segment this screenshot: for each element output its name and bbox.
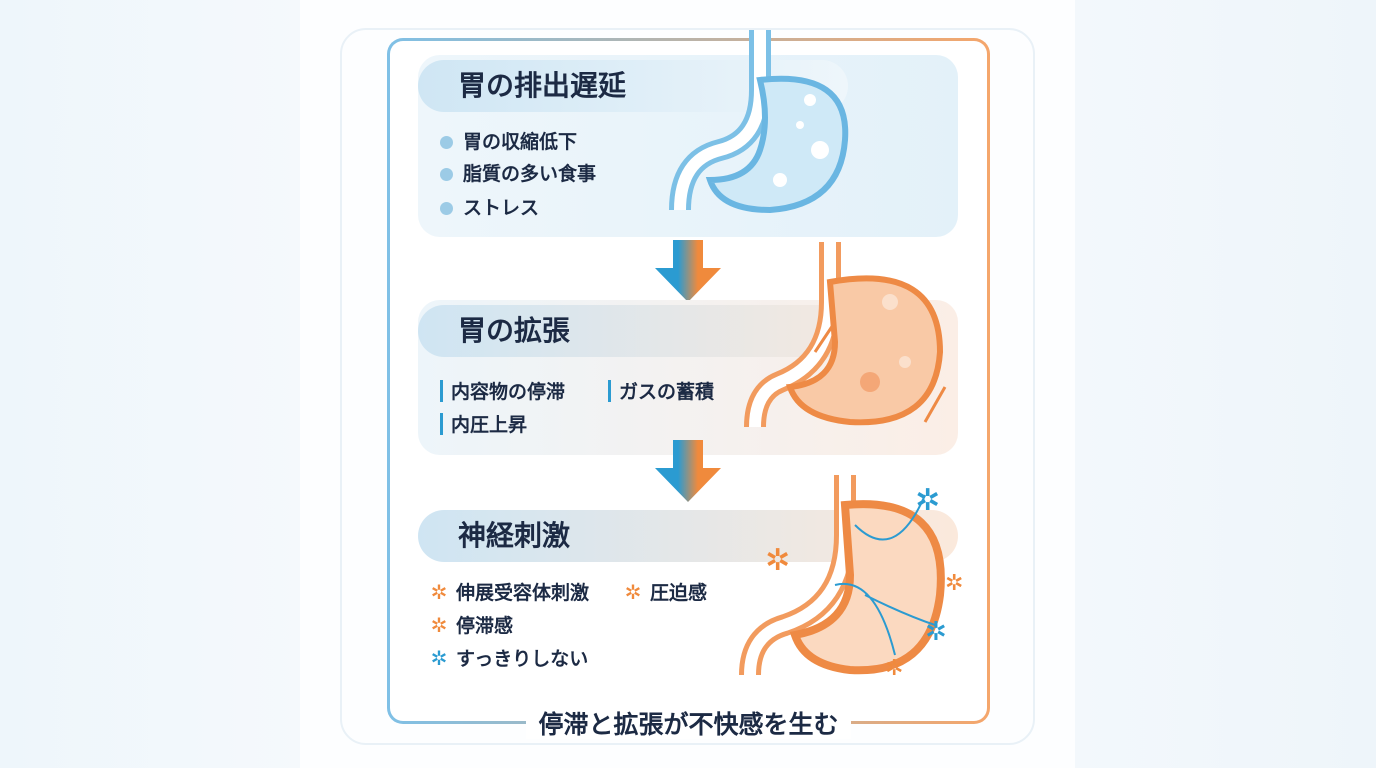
svg-text:✲: ✲ (765, 543, 790, 578)
footer-caption: 停滞と拡張が不快感を生む (387, 705, 990, 741)
stomach-orange-illustration (744, 242, 947, 428)
list-item: 脂質の多い食事 (440, 162, 596, 186)
list-item: ✲すっきりしない (428, 646, 589, 671)
down-arrow-icon (655, 240, 721, 302)
bullet-icon (440, 136, 453, 149)
svg-text:✲: ✲ (915, 483, 940, 518)
list-item: ✲伸展受容体刺激 (428, 580, 589, 605)
stomach-nerve-illustration: ✲ ✲ ✲ ✲ ✲ (739, 475, 963, 681)
svg-text:✲: ✲ (885, 656, 903, 681)
neuron-blue-icon: ✲ (430, 646, 448, 670)
bullet-icon (440, 168, 453, 181)
list-item: ✲停滞感 (428, 613, 513, 638)
list-item: ガスの蓄積 (608, 380, 714, 404)
list-item: ストレス (440, 196, 539, 220)
svg-text:✲: ✲ (925, 617, 947, 647)
list-item: ✲圧迫感 (622, 580, 707, 605)
list-item: 胃の収縮低下 (440, 130, 577, 154)
bullet-bar (608, 380, 611, 402)
outer-frame (340, 28, 1035, 745)
bullet-bar (440, 380, 443, 402)
down-arrow-icon (655, 440, 721, 502)
footer-text: 停滞と拡張が不快感を生む (526, 710, 851, 739)
list-item: 内容物の停滞 (440, 380, 565, 404)
list-item: 内圧上昇 (440, 413, 527, 437)
neuron-orange-icon: ✲ (624, 580, 642, 604)
bullet-icon (440, 202, 453, 215)
svg-text:✲: ✲ (945, 571, 963, 596)
neuron-orange-icon: ✲ (430, 580, 448, 604)
bullet-bar (440, 413, 443, 435)
neuron-orange-icon: ✲ (430, 613, 448, 637)
stomach-blue-illustration (669, 30, 849, 214)
